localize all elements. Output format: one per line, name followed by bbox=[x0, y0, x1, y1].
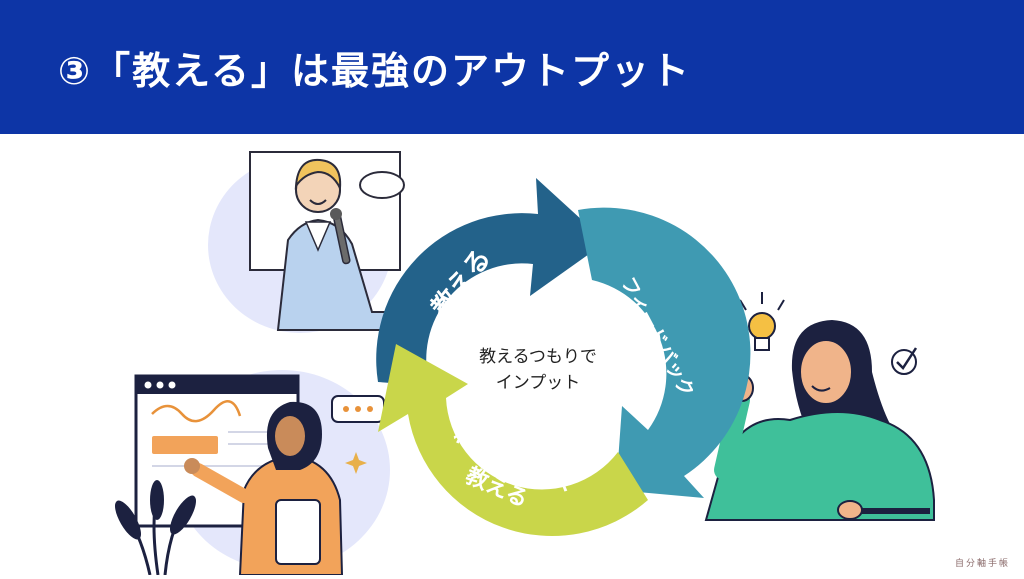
center-text-line2: インプット bbox=[496, 373, 581, 393]
arrow-teach bbox=[376, 178, 606, 386]
cycle-diagram: 教える フィードバック わかりやすく 教える 教えるつもりで インプット bbox=[115, 151, 935, 576]
illustration-area: 教える フィードバック わかりやすく 教える 教えるつもりで インプット bbox=[0, 134, 1024, 576]
center-text-line1: 教えるつもりで bbox=[479, 347, 597, 367]
idea-woman-illustration bbox=[704, 292, 935, 521]
chart-presenter-illustration bbox=[115, 370, 390, 576]
watermark-text: 自分軸手帳 bbox=[954, 559, 1010, 569]
presenter-illustration bbox=[208, 151, 405, 333]
page-title: ③「教える」は最強のアウトプット bbox=[58, 49, 692, 93]
cycle-arrows bbox=[376, 178, 751, 536]
header-banner: ③「教える」は最強のアウトプット bbox=[0, 0, 1024, 134]
arrow-clear bbox=[378, 344, 648, 536]
arrow-feedback bbox=[578, 207, 751, 498]
